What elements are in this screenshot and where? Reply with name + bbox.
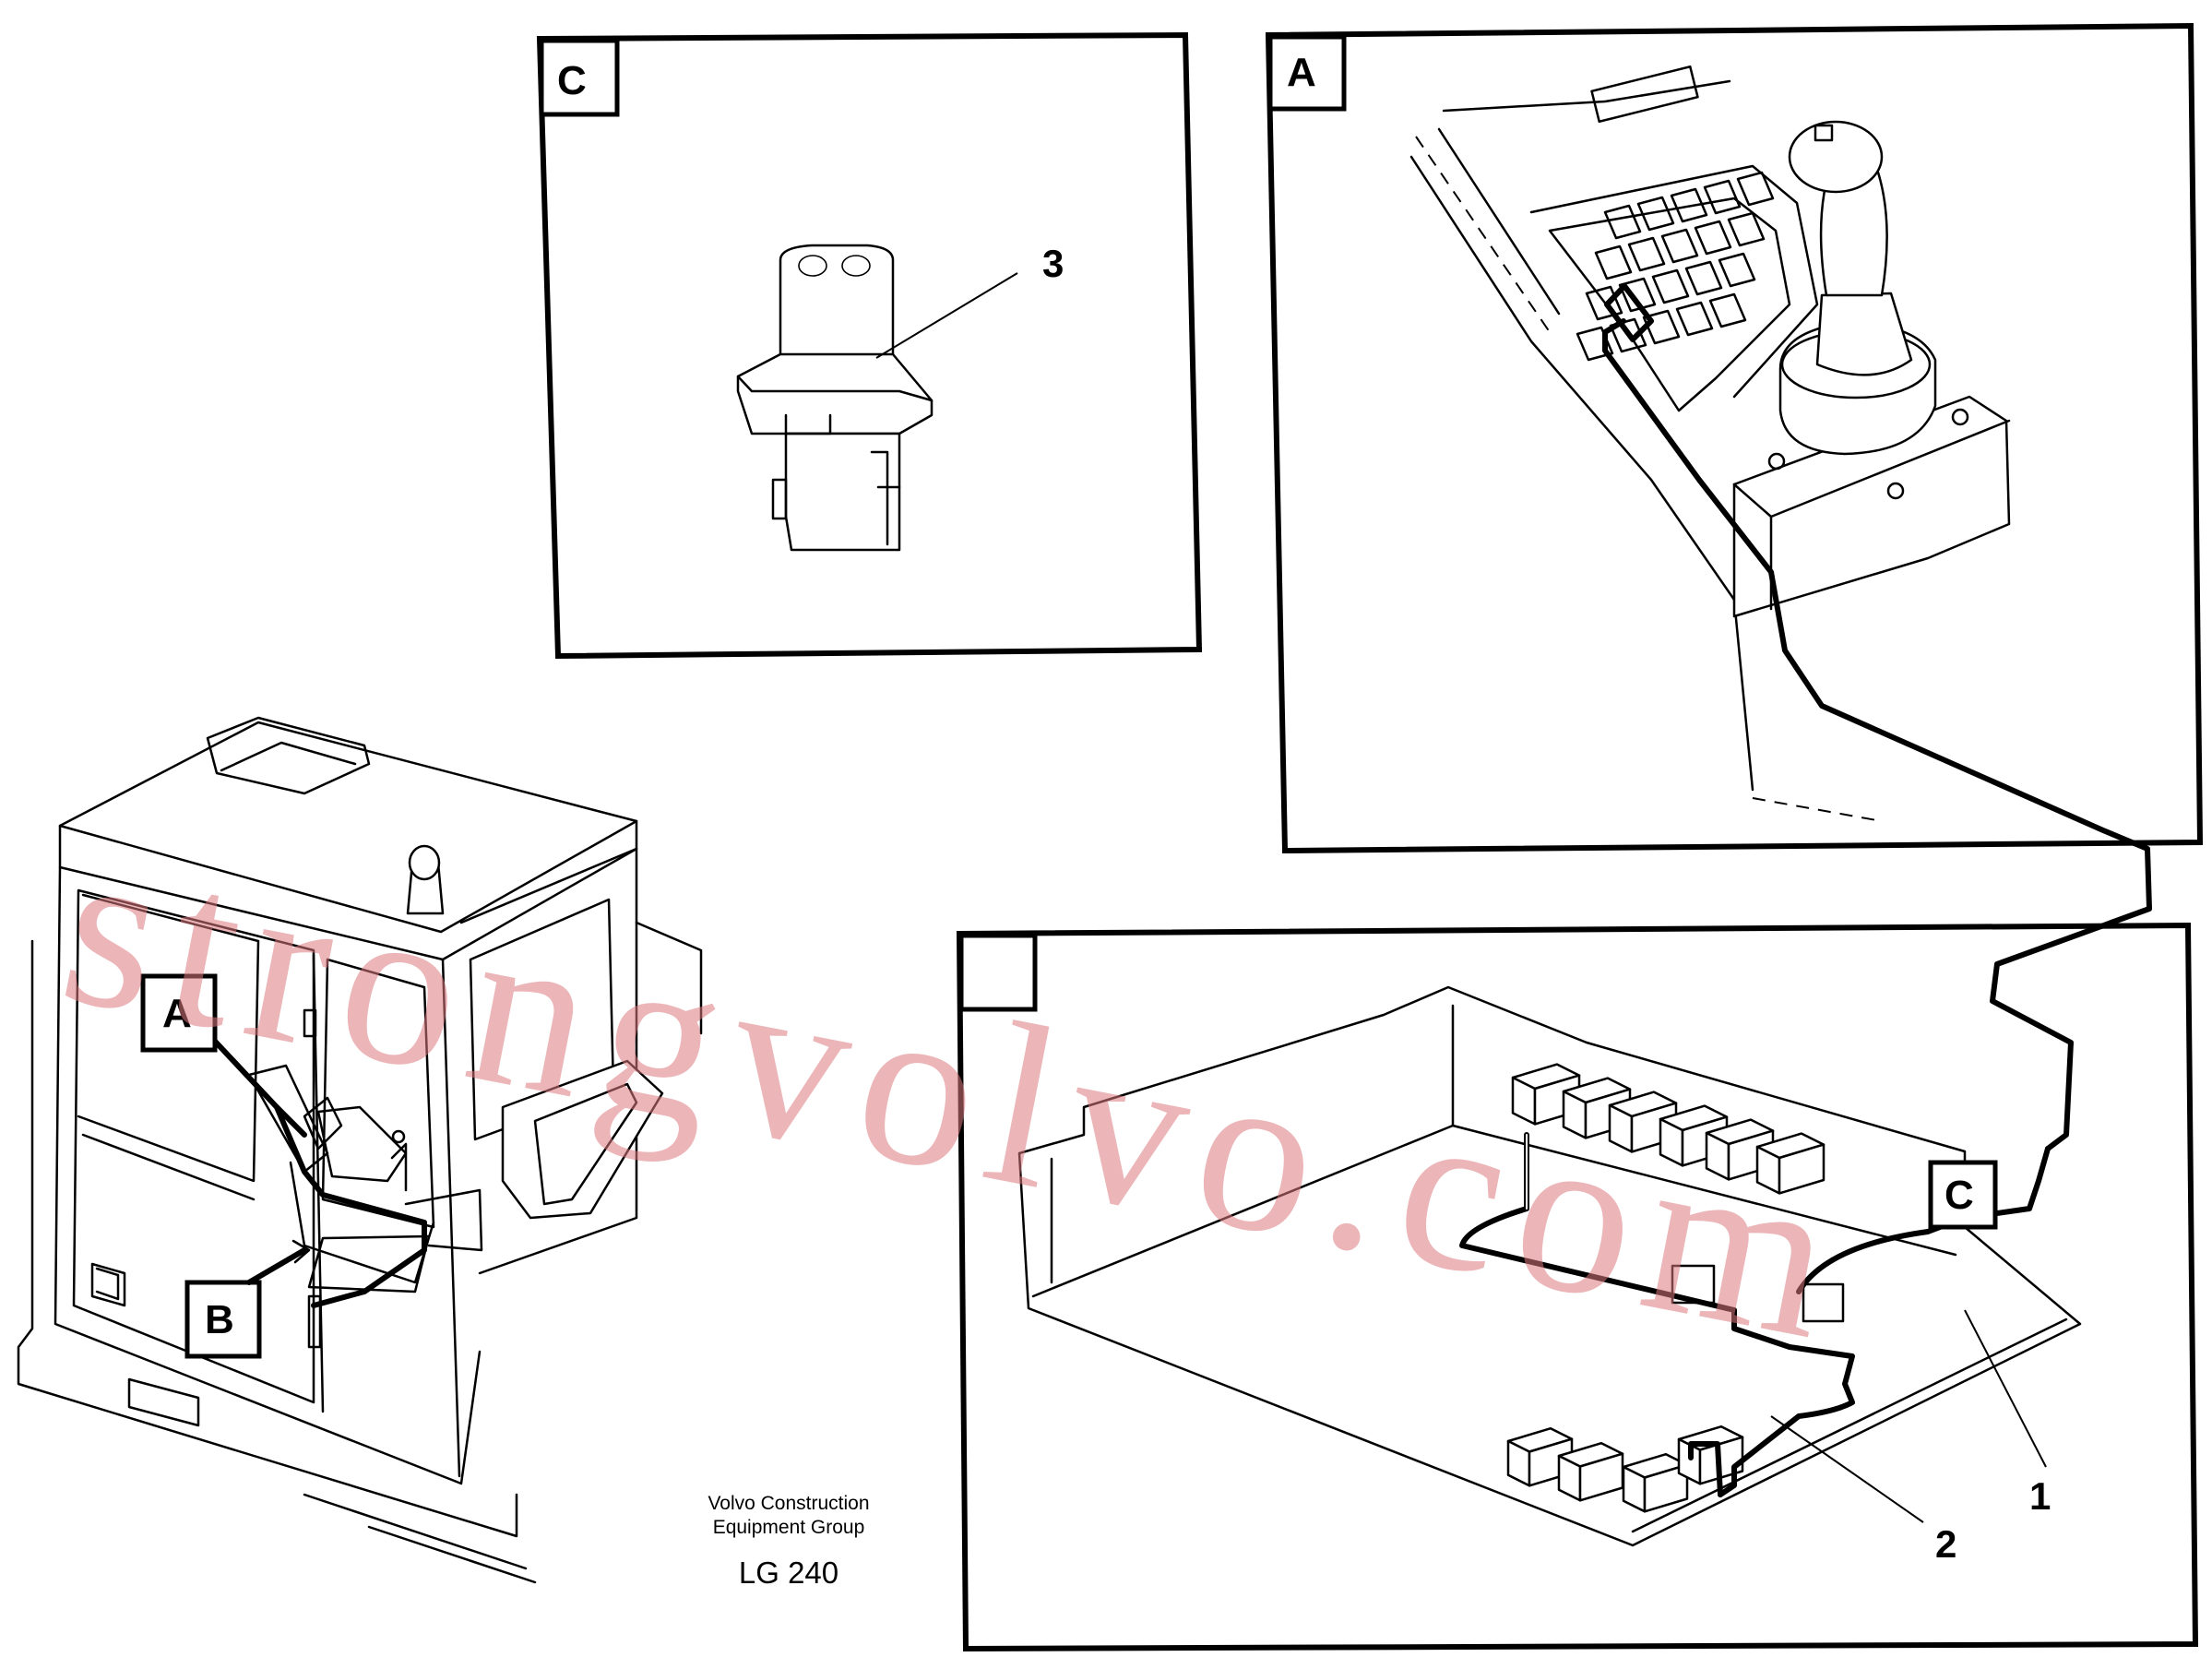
panel-switch-icon bbox=[1609, 317, 1647, 353]
caption-block: Volvo Construction Equipment Group LG 24… bbox=[708, 1493, 869, 1590]
model-code: LG 240 bbox=[739, 1556, 838, 1590]
relay-icon bbox=[1622, 1452, 1689, 1513]
panel-switch-icon bbox=[1684, 260, 1723, 296]
caption-line-1: Volvo Construction bbox=[708, 1493, 869, 1514]
overview-tag-a: A bbox=[162, 991, 192, 1036]
panel-switch-icon bbox=[1576, 326, 1614, 362]
panel-switch-icon bbox=[1594, 244, 1633, 280]
panel-switch-icon bbox=[1670, 187, 1708, 223]
panel-switch-icon bbox=[1727, 211, 1766, 247]
connector-part-3 bbox=[736, 244, 934, 552]
view-b-inner-c-label: C bbox=[1944, 1173, 1974, 1218]
joystick bbox=[1732, 120, 2011, 618]
view-c-label: C bbox=[557, 58, 587, 103]
panel-switch-icon bbox=[1703, 179, 1742, 215]
panel-switch-icon bbox=[1736, 171, 1775, 207]
cab-overview: A B bbox=[17, 716, 703, 1584]
panel-switch-icon bbox=[1636, 196, 1675, 232]
callout-3-leader bbox=[875, 272, 1018, 359]
switch-panel bbox=[1409, 65, 1819, 792]
detail-view-b: C 1 2 bbox=[956, 318, 2199, 1652]
callout-2: 2 bbox=[1935, 1522, 1956, 1566]
callout-3: 3 bbox=[1042, 242, 1064, 285]
panel-switch-icon bbox=[1660, 228, 1699, 264]
callout-1: 1 bbox=[2029, 1474, 2051, 1518]
panel-switch-icon bbox=[1718, 252, 1756, 288]
panel-switch-icon bbox=[1585, 285, 1623, 321]
panel-switch-icon bbox=[1603, 204, 1642, 240]
panel-switch-icon bbox=[1708, 292, 1747, 328]
panel-switch-icon bbox=[1642, 309, 1681, 345]
view-a-label: A bbox=[1287, 50, 1316, 95]
panel-switch-icon bbox=[1618, 277, 1657, 313]
detail-view-a: A bbox=[1265, 22, 2204, 854]
panel-switch-icon bbox=[1627, 236, 1666, 272]
callout-1-leader bbox=[1964, 1309, 2047, 1468]
panel-switch-icon bbox=[1694, 220, 1732, 256]
panel-switch-icon bbox=[1675, 301, 1714, 337]
relay-icon bbox=[1755, 1132, 1825, 1195]
overview-tag-b: B bbox=[205, 1297, 234, 1342]
relay-icon bbox=[1557, 1441, 1624, 1502]
caption-line-2: Equipment Group bbox=[713, 1517, 865, 1538]
panel-switch-icon bbox=[1651, 268, 1690, 304]
callout-2-leader bbox=[1770, 1415, 1924, 1523]
detail-view-c: C 3 bbox=[536, 31, 1203, 660]
